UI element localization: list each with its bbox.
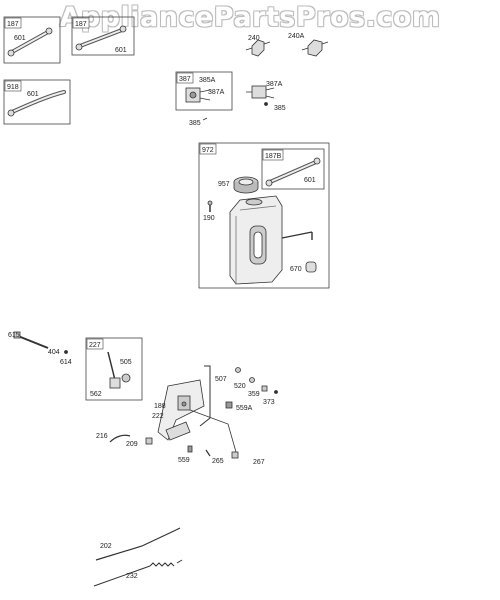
part-label-202[interactable]: 202 [100, 543, 112, 550]
fuel-valve-icon [185, 87, 211, 103]
fuel-tank-cushion-icon [305, 261, 317, 273]
part-label-240[interactable]: 240 [248, 35, 260, 42]
box-187-alt: 187 601 [71, 16, 135, 56]
part-label-601[interactable]: 601 [304, 177, 316, 184]
part-label-507[interactable]: 507 [215, 376, 227, 383]
box-label-918: 918 [7, 84, 19, 91]
part-label-520[interactable]: 520 [234, 383, 246, 390]
fuel-tank-icon [229, 195, 313, 285]
part-label-188[interactable]: 188 [154, 403, 166, 410]
part-label-562[interactable]: 562 [90, 391, 102, 398]
governor-spring-232: 232 [93, 559, 183, 587]
part-label-559[interactable]: 559 [178, 457, 190, 464]
part-label-385a[interactable]: 385A [199, 77, 216, 84]
small-parts: 507 520 359 373 559A 188 222 216 209 559… [96, 367, 278, 466]
part-label-559a[interactable]: 559A [236, 405, 253, 412]
fuel-cap-icon [233, 176, 259, 194]
part-label-373[interactable]: 373 [263, 399, 275, 406]
box-label-187b: 187B [265, 153, 282, 160]
box-label-227: 227 [89, 342, 101, 349]
part-label-232[interactable]: 232 [126, 573, 138, 580]
part-label-267[interactable]: 267 [253, 459, 265, 466]
part-label-190[interactable]: 190 [203, 215, 215, 222]
fuel-line-icon [265, 157, 321, 187]
part-label-404[interactable]: 404 [48, 349, 60, 356]
part-label-359[interactable]: 359 [248, 391, 260, 398]
part-label-222[interactable]: 222 [152, 413, 164, 420]
part-label-505[interactable]: 505 [120, 359, 132, 366]
box-label-387: 387 [179, 76, 191, 83]
part-label-601[interactable]: 601 [115, 47, 127, 54]
part-label-614[interactable]: 614 [60, 359, 72, 366]
part-label-670[interactable]: 670 [290, 266, 302, 273]
part-label-957[interactable]: 957 [218, 181, 230, 188]
part-label-387a[interactable]: 387A [266, 81, 283, 88]
part-label-615[interactable]: 615 [8, 332, 20, 339]
box-972: 972 187B 601 957 190 [198, 142, 330, 289]
box-918: 918 601 [3, 79, 71, 125]
part-label-265[interactable]: 265 [212, 458, 224, 465]
fuel-valve-387a: 387A 385 [246, 81, 286, 112]
control-lever-615: 615 404 614 [8, 331, 72, 366]
governor-lever-icon [107, 351, 131, 389]
governor-rod-202: 202 [95, 527, 181, 561]
part-label-601[interactable]: 601 [27, 91, 39, 98]
fuel-filter-240a: 240A [288, 33, 329, 57]
fuel-line-icon [75, 25, 127, 51]
part-label-601[interactable]: 601 [14, 35, 26, 42]
fuel-line-icon [7, 27, 53, 57]
part-label-216[interactable]: 216 [96, 433, 108, 440]
box-label-972: 972 [202, 147, 214, 154]
box-label-187-alt: 187 [75, 21, 87, 28]
control-bracket-assembly [157, 365, 237, 453]
box-label-187: 187 [7, 21, 19, 28]
part-label-209[interactable]: 209 [126, 441, 138, 448]
part-label-385[interactable]: 385 [189, 120, 201, 127]
box-387: 387 385A 387A [175, 71, 233, 111]
part-label-240a[interactable]: 240A [288, 33, 305, 40]
box-187: 187 601 [3, 16, 61, 64]
fuel-filter-240: 240 [245, 35, 271, 57]
part-label-385[interactable]: 385 [274, 105, 286, 112]
box-227: 227 505 562 [85, 337, 143, 401]
fuel-line-icon [7, 90, 66, 117]
part-label-387a[interactable]: 387A [208, 89, 225, 96]
